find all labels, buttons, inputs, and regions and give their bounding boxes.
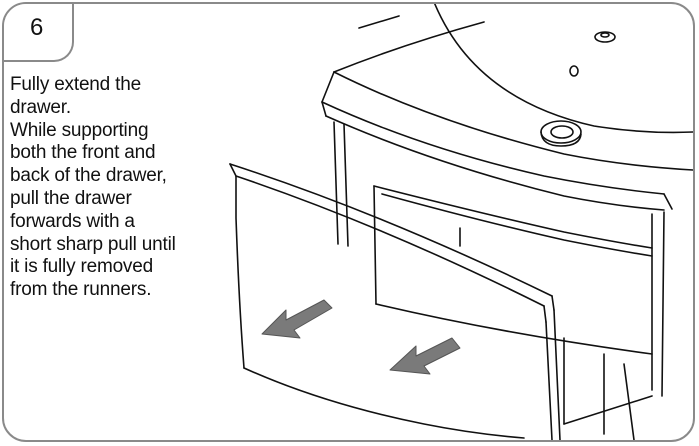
instruction-line: forwards with a — [10, 210, 135, 232]
drawer-removal-illustration — [229, 4, 693, 440]
step-number: 6 — [30, 14, 44, 41]
pull-arrow-icon — [261, 299, 333, 339]
instruction-line: While supporting — [10, 119, 149, 141]
instruction-line: short sharp pull until — [10, 233, 176, 255]
instruction-panel: 6 Fully extend the drawer. While support… — [2, 2, 695, 442]
instruction-line: back of the drawer, — [10, 165, 167, 187]
step-tab: 6 — [4, 4, 74, 62]
instruction-line: both the front and — [10, 142, 156, 164]
basin-holes — [540, 31, 616, 147]
basin-top — [321, 4, 693, 211]
instruction-line: Fully extend the — [10, 74, 141, 95]
cabinet-body — [333, 121, 665, 440]
pull-arrows — [261, 299, 461, 375]
instruction-line: drawer. — [10, 96, 71, 118]
drawer-front — [229, 163, 561, 440]
instruction-line: from the runners. — [10, 279, 152, 301]
instruction-text: Fully extend the drawer. While supportin… — [10, 74, 240, 302]
pull-arrow-icon — [389, 337, 461, 375]
instruction-line: pull the drawer — [10, 187, 132, 209]
instruction-line: it is fully removed — [10, 256, 153, 278]
